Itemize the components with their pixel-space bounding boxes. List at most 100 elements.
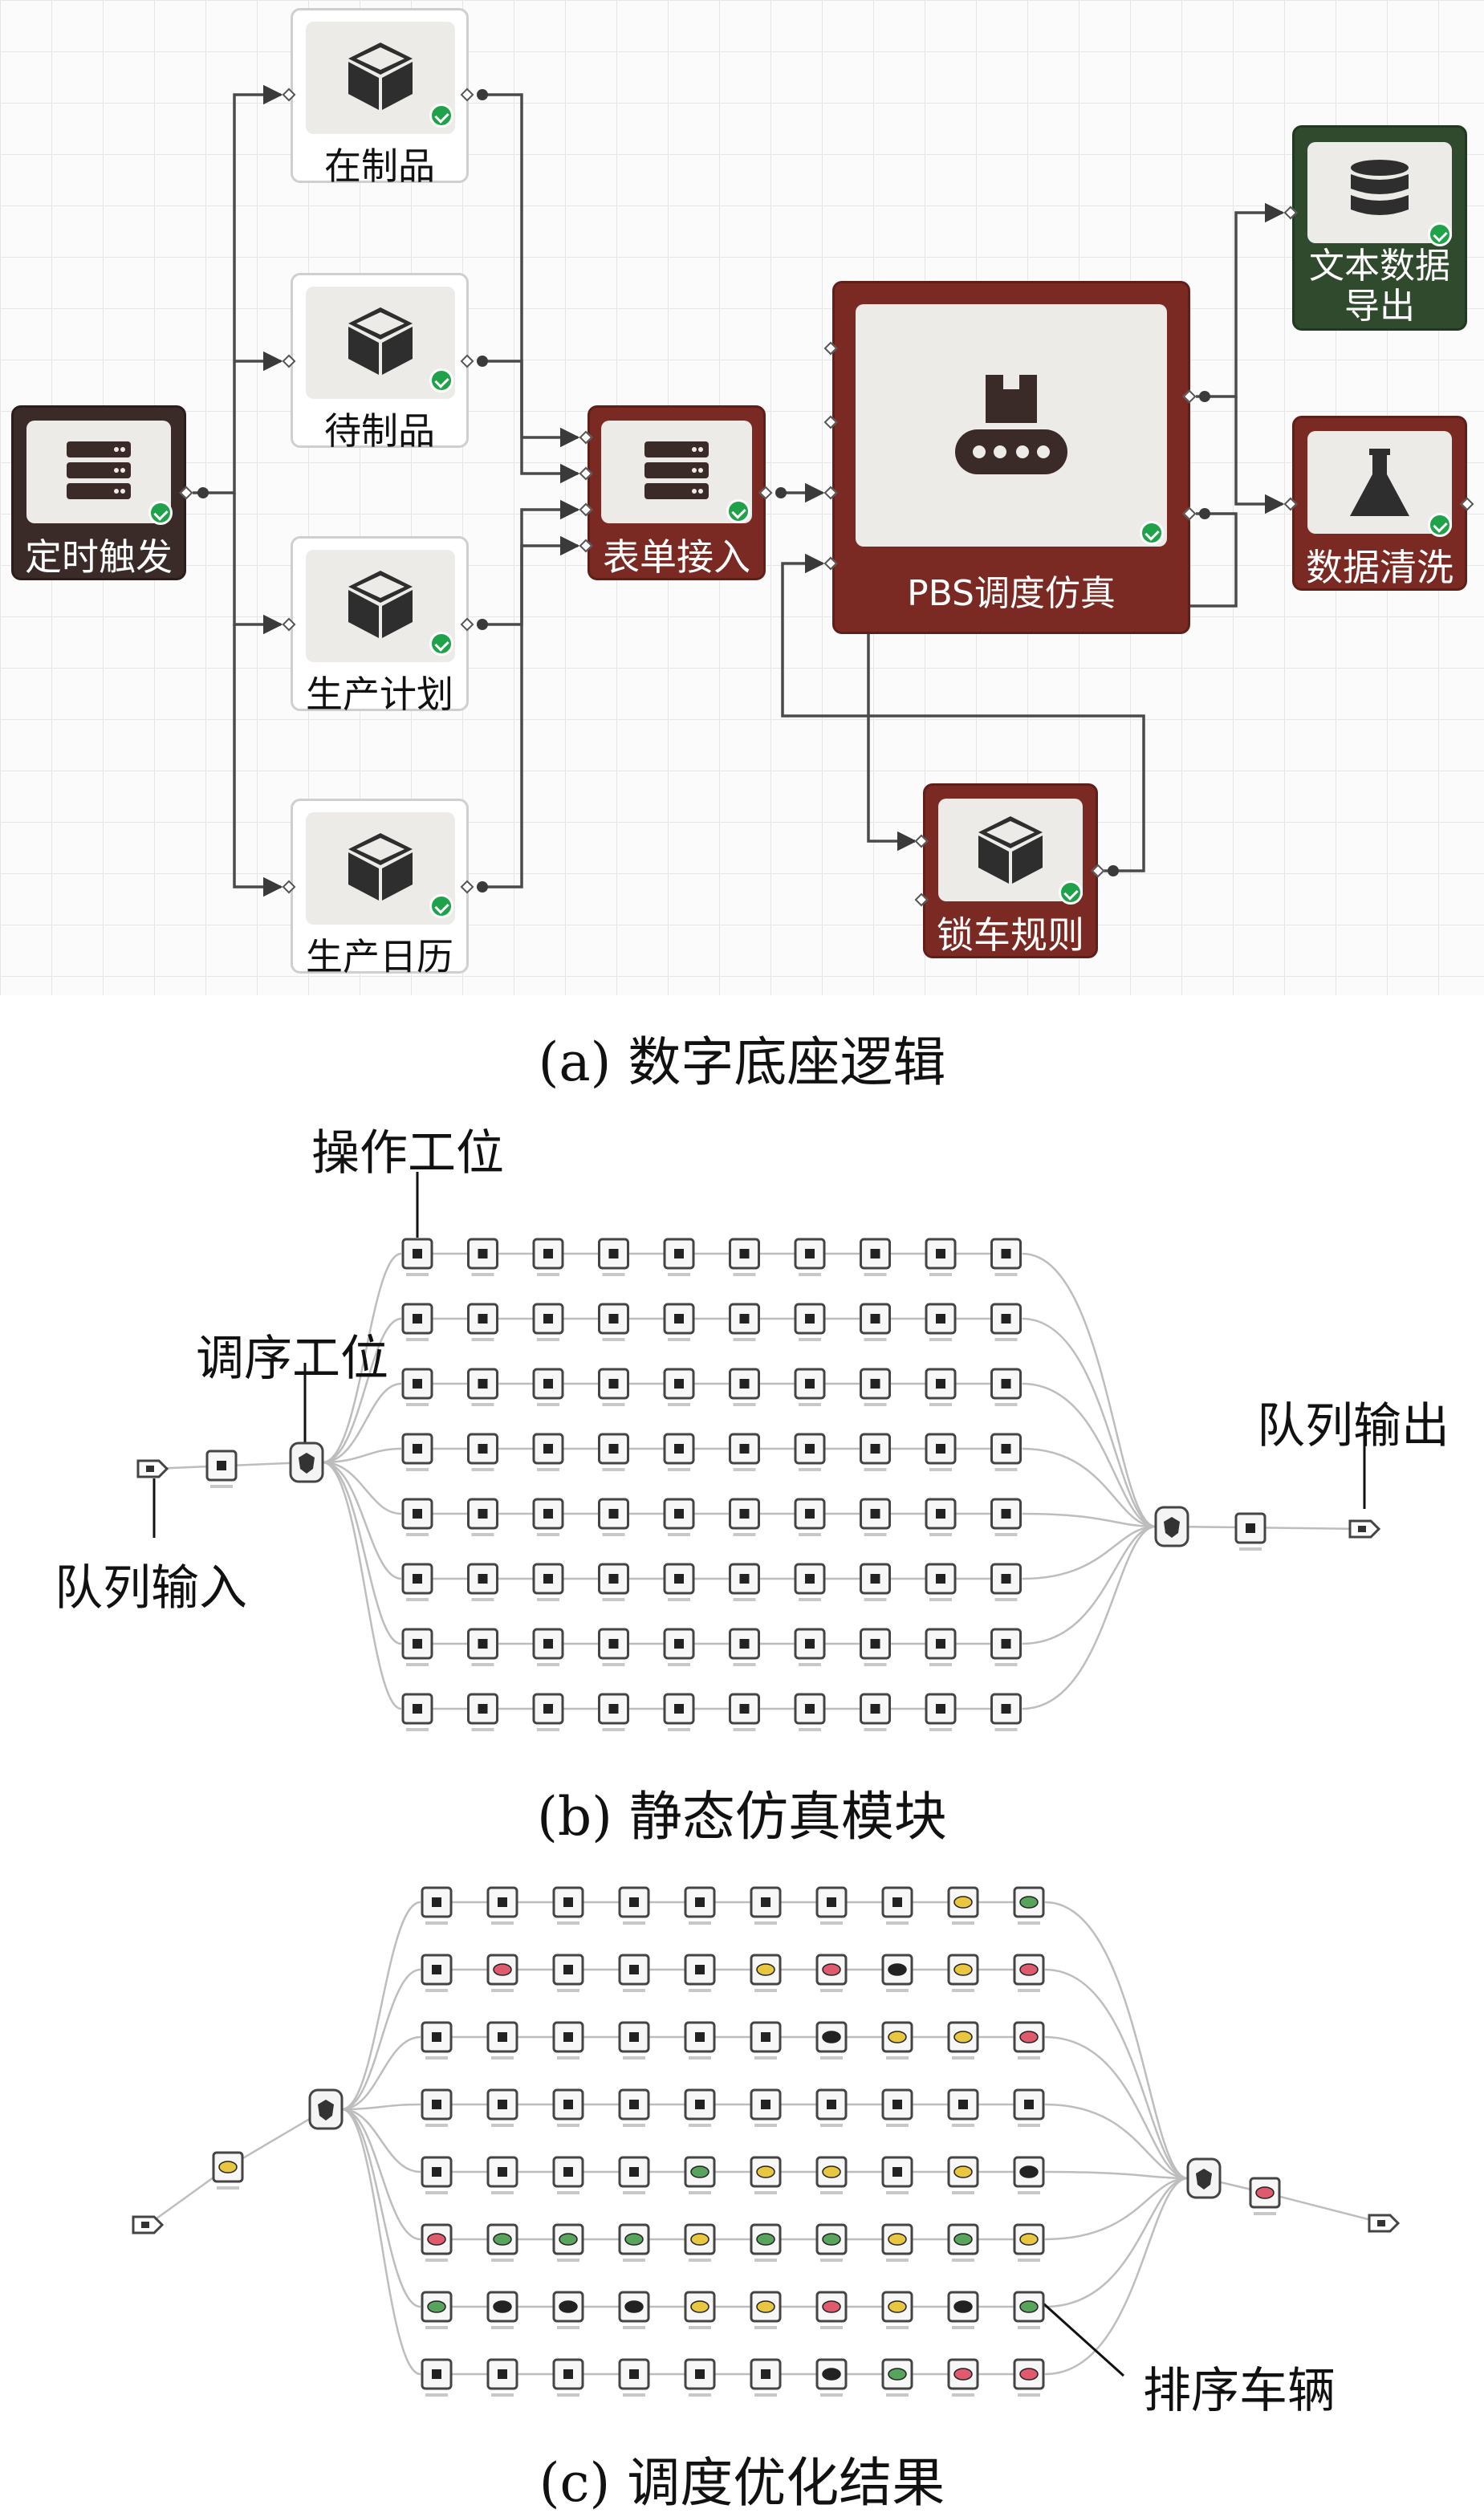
operation-station[interactable] <box>467 1693 498 1731</box>
merge-station-node[interactable] <box>1154 1506 1189 1547</box>
queue-output-node[interactable] <box>1348 1519 1381 1539</box>
operation-station[interactable] <box>947 1954 979 1992</box>
operation-station[interactable] <box>990 1628 1022 1666</box>
operation-station[interactable] <box>881 2021 913 2060</box>
operation-station[interactable] <box>729 1498 760 1536</box>
node-calendar[interactable]: 生产日历 <box>291 799 469 978</box>
operation-station[interactable] <box>684 1886 716 1925</box>
operation-station[interactable] <box>1013 2021 1045 2060</box>
operation-station[interactable] <box>618 2358 650 2397</box>
operation-station[interactable] <box>467 1628 498 1666</box>
operation-station[interactable] <box>729 1368 760 1406</box>
operation-station[interactable] <box>486 2358 518 2397</box>
buffer-station[interactable] <box>1249 2177 1281 2215</box>
operation-station[interactable] <box>1013 2156 1045 2194</box>
operation-station[interactable] <box>467 1368 498 1406</box>
node-text-export[interactable]: 文本数据 导出 <box>1292 125 1467 331</box>
operation-station[interactable] <box>881 2088 913 2127</box>
operation-station[interactable] <box>881 2156 913 2194</box>
operation-station[interactable] <box>794 1498 826 1536</box>
operation-station[interactable] <box>552 2088 584 2127</box>
operation-station[interactable] <box>401 1693 433 1731</box>
operation-station[interactable] <box>467 1563 498 1601</box>
operation-station[interactable] <box>684 2223 716 2262</box>
node-lock-rules[interactable]: 锁车规则 <box>923 783 1098 958</box>
operation-station[interactable] <box>552 2358 584 2397</box>
operation-station[interactable] <box>618 1886 650 1925</box>
operation-station[interactable] <box>750 1954 782 1992</box>
operation-station[interactable] <box>815 2223 848 2262</box>
operation-station[interactable] <box>618 2223 650 2262</box>
operation-station[interactable] <box>750 2088 782 2127</box>
node-data-cleaning[interactable]: 数据清洗 <box>1292 416 1467 591</box>
operation-station[interactable] <box>598 1563 629 1601</box>
operation-station[interactable] <box>794 1238 826 1276</box>
operation-station[interactable] <box>598 1498 629 1536</box>
operation-station[interactable] <box>925 1433 957 1471</box>
operation-station[interactable] <box>532 1238 564 1276</box>
operation-station[interactable] <box>881 2358 913 2397</box>
operation-station[interactable] <box>729 1563 760 1601</box>
operation-station[interactable] <box>881 1954 913 1992</box>
operation-station[interactable] <box>401 1368 433 1406</box>
operation-station[interactable] <box>598 1628 629 1666</box>
sequencing-station-node[interactable] <box>308 2088 344 2130</box>
operation-station[interactable] <box>467 1303 498 1341</box>
operation-station[interactable] <box>729 1693 760 1731</box>
operation-station[interactable] <box>1013 2088 1045 2127</box>
operation-station[interactable] <box>421 2088 453 2127</box>
operation-station[interactable] <box>815 2088 848 2127</box>
operation-station[interactable] <box>467 1433 498 1471</box>
operation-station[interactable] <box>552 2223 584 2262</box>
operation-station[interactable] <box>990 1238 1022 1276</box>
operation-station[interactable] <box>618 1954 650 1992</box>
operation-station[interactable] <box>532 1368 564 1406</box>
operation-station[interactable] <box>990 1498 1022 1536</box>
operation-station[interactable] <box>598 1433 629 1471</box>
operation-station[interactable] <box>486 2021 518 2060</box>
operation-station[interactable] <box>860 1368 891 1406</box>
operation-station[interactable] <box>815 2156 848 2194</box>
operation-station[interactable] <box>925 1368 957 1406</box>
operation-station[interactable] <box>663 1238 695 1276</box>
operation-station[interactable] <box>486 1954 518 1992</box>
operation-station[interactable] <box>684 2291 716 2329</box>
buffer-station[interactable] <box>1234 1512 1266 1551</box>
operation-station[interactable] <box>486 2156 518 2194</box>
operation-station[interactable] <box>947 2156 979 2194</box>
operation-station[interactable] <box>663 1433 695 1471</box>
node-timer[interactable]: 定时触发 <box>11 405 186 580</box>
operation-station[interactable] <box>815 2021 848 2060</box>
operation-station[interactable] <box>663 1563 695 1601</box>
operation-station[interactable] <box>663 1693 695 1731</box>
operation-station[interactable] <box>684 2021 716 2060</box>
operation-station[interactable] <box>1013 2223 1045 2262</box>
operation-station[interactable] <box>421 2291 453 2329</box>
operation-station[interactable] <box>663 1368 695 1406</box>
operation-station[interactable] <box>552 2156 584 2194</box>
operation-station[interactable] <box>1013 1886 1045 1925</box>
operation-station[interactable] <box>794 1433 826 1471</box>
operation-station[interactable] <box>925 1498 957 1536</box>
operation-station[interactable] <box>860 1498 891 1536</box>
operation-station[interactable] <box>947 2223 979 2262</box>
queue-input-node[interactable] <box>132 2215 165 2234</box>
operation-station[interactable] <box>552 1886 584 1925</box>
operation-station[interactable] <box>684 2358 716 2397</box>
operation-station[interactable] <box>467 1498 498 1536</box>
operation-station[interactable] <box>881 1886 913 1925</box>
node-pending[interactable]: 待制品 <box>291 273 469 453</box>
operation-station[interactable] <box>860 1563 891 1601</box>
operation-station[interactable] <box>618 2291 650 2329</box>
buffer-station[interactable] <box>205 1450 238 1488</box>
operation-station[interactable] <box>860 1303 891 1341</box>
operation-station[interactable] <box>815 1886 848 1925</box>
operation-station[interactable] <box>860 1693 891 1731</box>
operation-station[interactable] <box>947 2358 979 2397</box>
operation-station[interactable] <box>990 1693 1022 1731</box>
operation-station[interactable] <box>990 1368 1022 1406</box>
operation-station[interactable] <box>552 1954 584 1992</box>
operation-station[interactable] <box>750 2291 782 2329</box>
operation-station[interactable] <box>684 2156 716 2194</box>
operation-station[interactable] <box>421 1886 453 1925</box>
